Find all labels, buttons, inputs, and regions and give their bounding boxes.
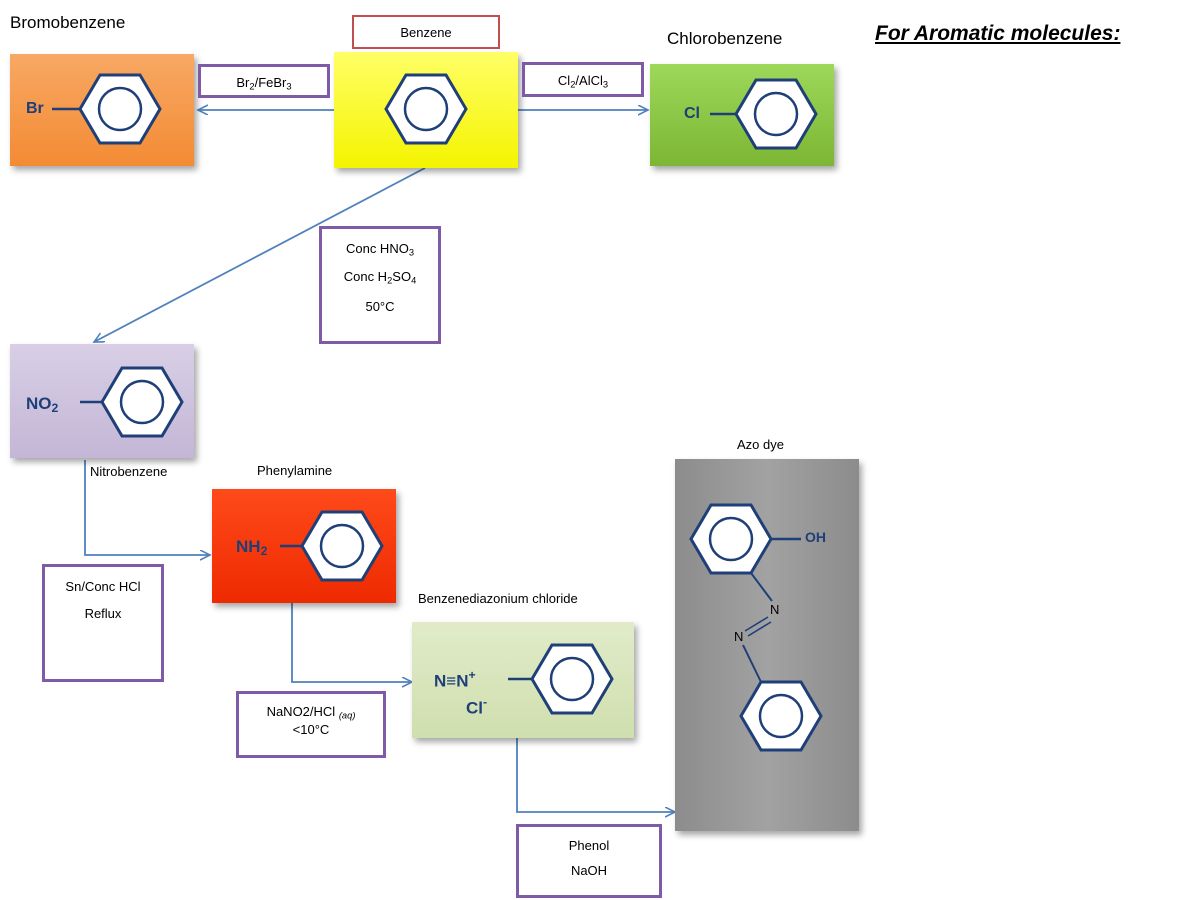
azo-dye-box: OH N N (675, 459, 859, 831)
phenylamine-label: Phenylamine (257, 463, 333, 478)
diazonium-label: Benzenediazonium chloride (418, 591, 578, 606)
benzene-label: Benzene (400, 25, 452, 40)
reagent-coupling: Phenol NaOH (516, 824, 662, 898)
nitrobenzene-ring-icon (80, 366, 184, 438)
reagent-chlorination: Cl2/AlCl3 (522, 62, 644, 97)
amine-group: NH2 (236, 537, 268, 559)
benzene-label-box: Benzene (352, 15, 500, 49)
diazonium-group: N≡N+ (434, 668, 476, 691)
arrow-phenylamine-to-diazonium (291, 603, 412, 682)
benzene-ring-icon (384, 73, 468, 145)
bromo-group: Br (26, 100, 44, 117)
nitrobenzene-box: NO2 (10, 344, 194, 458)
chloro-group: Cl (684, 105, 700, 122)
arrow-nitrobenzene-to-phenylamine (84, 460, 210, 555)
chloride-ion: Cl- (466, 695, 488, 718)
benzene-box (334, 52, 518, 168)
bromobenzene-label: Bromobenzene (10, 13, 126, 32)
arrow-benzene-to-nitrobenzene (94, 167, 426, 342)
azo-dye-structure-icon (689, 503, 823, 752)
nitrobenzene-label: Nitrobenzene (90, 464, 168, 479)
azo-nitrogen-upper: N (770, 602, 780, 617)
phenylamine-box: NH2 (212, 489, 396, 603)
chlorobenzene-ring-icon (710, 78, 818, 150)
reagent-bromination: Br2/FeBr3 (198, 64, 330, 98)
azo-dye-label: Azo dye (737, 437, 784, 452)
diazonium-ring-icon (508, 643, 614, 715)
hydroxyl-group: OH (805, 529, 826, 545)
chlorobenzene-label: Chlorobenzene (667, 29, 783, 48)
reagent-diazotisation: NaNO2/HCl (aq) <10°C (236, 691, 386, 758)
arrow-diazonium-to-azo-dye (516, 738, 675, 812)
bromobenzene-ring-icon (52, 73, 162, 145)
azo-nitrogen-lower: N (734, 629, 744, 644)
page-title: For Aromatic molecules: (875, 22, 1121, 45)
reagent-nitration: Conc HNO3 Conc H2SO4 50°C (319, 226, 441, 344)
phenylamine-ring-icon (280, 510, 384, 582)
chlorobenzene-box: Cl (650, 64, 834, 166)
bromobenzene-box: Br (10, 54, 194, 166)
diazonium-box: N≡N+ Cl- (412, 622, 634, 738)
reagent-reduction: Sn/Conc HCl Reflux (42, 564, 164, 682)
nitro-group: NO2 (26, 394, 59, 416)
